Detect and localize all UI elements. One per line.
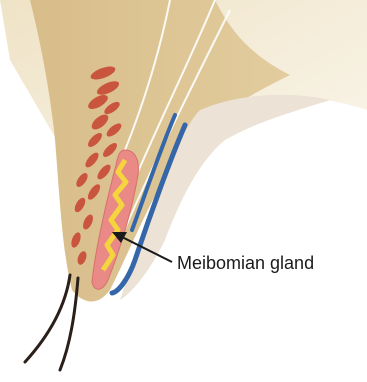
- meibomian-gland-label: Meibomian gland: [177, 253, 314, 274]
- eyelashes: [25, 275, 78, 370]
